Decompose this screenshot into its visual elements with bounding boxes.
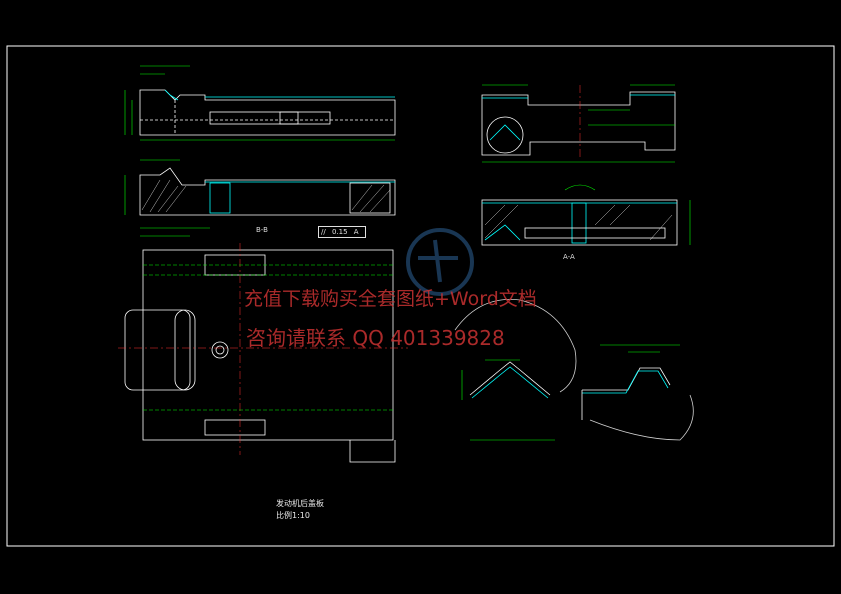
- section-bb-view: [139, 167, 396, 216]
- watermark-logo: [406, 228, 474, 296]
- section-aa-hatch: [484, 204, 673, 241]
- section-label-aa: A-A: [563, 253, 575, 261]
- front-view-top-dimensions: [124, 65, 395, 141]
- drawing-title: 发动机后盖板: [276, 499, 324, 508]
- tolerance-datum: A: [353, 228, 359, 236]
- section-bb-dimensions: [124, 159, 210, 237]
- drawing-border: [6, 45, 835, 547]
- watermark-text-line1: 充值下载购买全套图纸+Word文档: [244, 288, 537, 310]
- tolerance-value: 0.15: [331, 228, 348, 236]
- plan-view: [124, 249, 396, 463]
- tolerance-frame: // 0.15 A: [318, 226, 366, 238]
- tolerance-symbol: //: [321, 228, 326, 236]
- watermark-text-line2: 咨询请联系 QQ 401339828: [246, 326, 505, 350]
- detail-view-right-dimensions: [600, 344, 680, 353]
- drawing-scale: 比例1:10: [276, 511, 310, 520]
- top-right-view: [481, 91, 676, 156]
- top-right-dimensions: [482, 84, 675, 163]
- section-aa-dimensions: [564, 184, 691, 245]
- section-bb-hatch: [141, 179, 391, 213]
- section-aa-view: [481, 199, 678, 246]
- front-view-top: [139, 89, 396, 136]
- detail-view-left: [454, 298, 577, 399]
- section-label-bb: B-B: [256, 226, 268, 234]
- detail-view-left-dimensions: [461, 359, 555, 441]
- detail-view-right: [581, 367, 694, 441]
- plan-view-centerlines: [118, 243, 408, 455]
